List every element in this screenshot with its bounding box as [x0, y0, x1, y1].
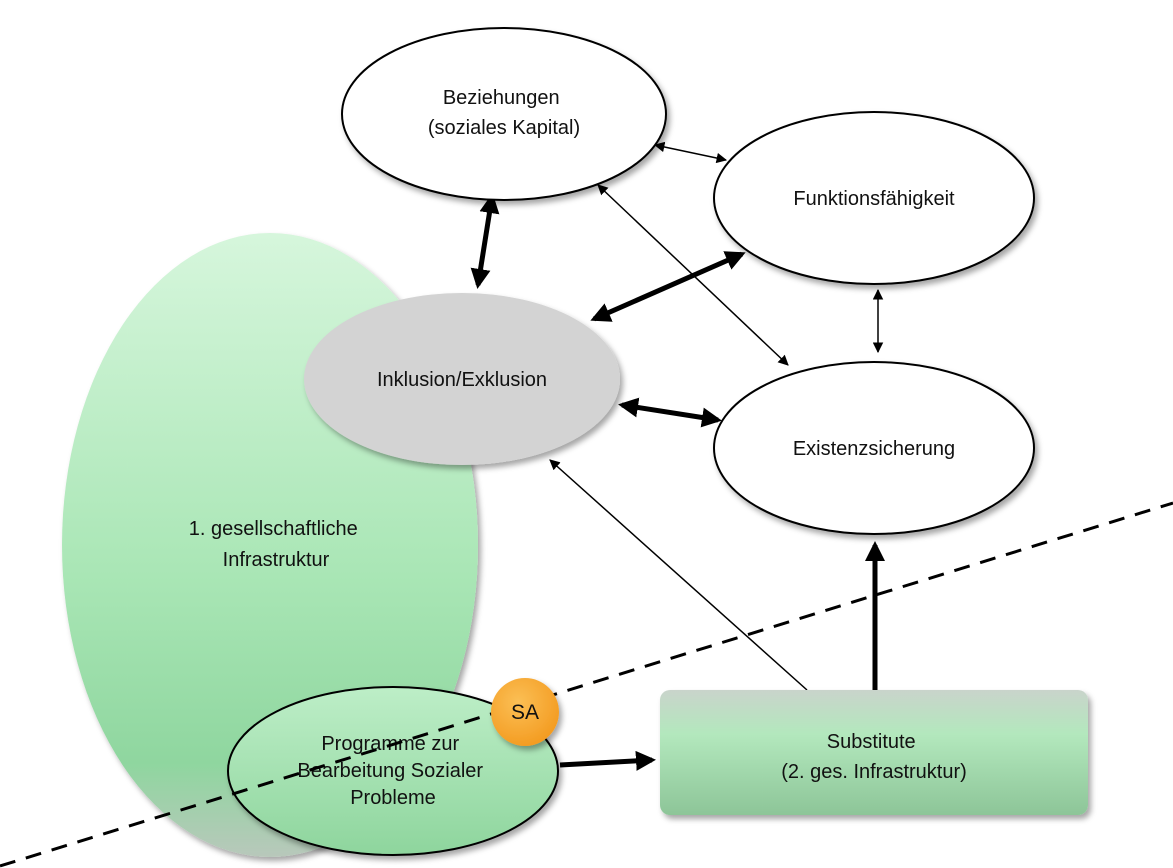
programme-label-line2: Bearbeitung Sozialer — [297, 760, 483, 782]
arrow-beziehungen-inklusion — [470, 193, 500, 289]
arrow-programme-substitute — [559, 750, 656, 771]
infrastruktur-label-line2: Infrastruktur — [223, 549, 330, 571]
dashed-divider-line — [0, 501, 1173, 868]
arrow-funktion-inklusion — [590, 251, 746, 322]
sa-badge — [491, 678, 559, 746]
existenz-label: Existenzsicherung — [793, 438, 955, 460]
svg-text:Beziehungen (soziales Kapi: Beziehungen (soziales Kapital) — [428, 87, 580, 139]
beziehungen-label-line2: (soziales Kapital) — [428, 117, 580, 139]
sa-badge-label: SA — [511, 701, 539, 724]
programme-label-line3: Probleme — [350, 787, 436, 809]
beziehungen-node — [341, 27, 667, 201]
programme-node — [227, 686, 559, 856]
infrastruktur-label-line1: 1. gesellschaftliche — [189, 518, 358, 540]
inklusion-node — [304, 293, 620, 465]
svg-text:1. gesellschaftliche Infra: 1. gesellschaftliche Infrastruktur — [189, 518, 364, 571]
substitute-label-line2: (2. ges. Infrastruktur) — [781, 761, 967, 783]
arrow-inklusion-existenz — [618, 397, 722, 428]
substitute-node — [660, 690, 1088, 815]
substitute-label-line1: Substitute — [827, 731, 916, 753]
arrow-beziehungen-funktion — [653, 141, 728, 164]
svg-text:Substitute (2. ges. Infras: Substitute (2. ges. Infrastruktur) — [781, 731, 967, 783]
svg-text:Programme zur Bearbeitung: Programme zur Bearbeitung Sozialer Probl… — [297, 733, 488, 809]
beziehungen-label-line1: Beziehungen — [443, 87, 560, 109]
existenz-node — [713, 361, 1035, 535]
arrow-substitute-inklusion — [549, 459, 808, 691]
funktion-label: Funktionsfähigkeit — [793, 188, 955, 210]
inklusion-label: Inklusion/Exklusion — [377, 369, 547, 391]
funktion-node — [713, 111, 1035, 285]
